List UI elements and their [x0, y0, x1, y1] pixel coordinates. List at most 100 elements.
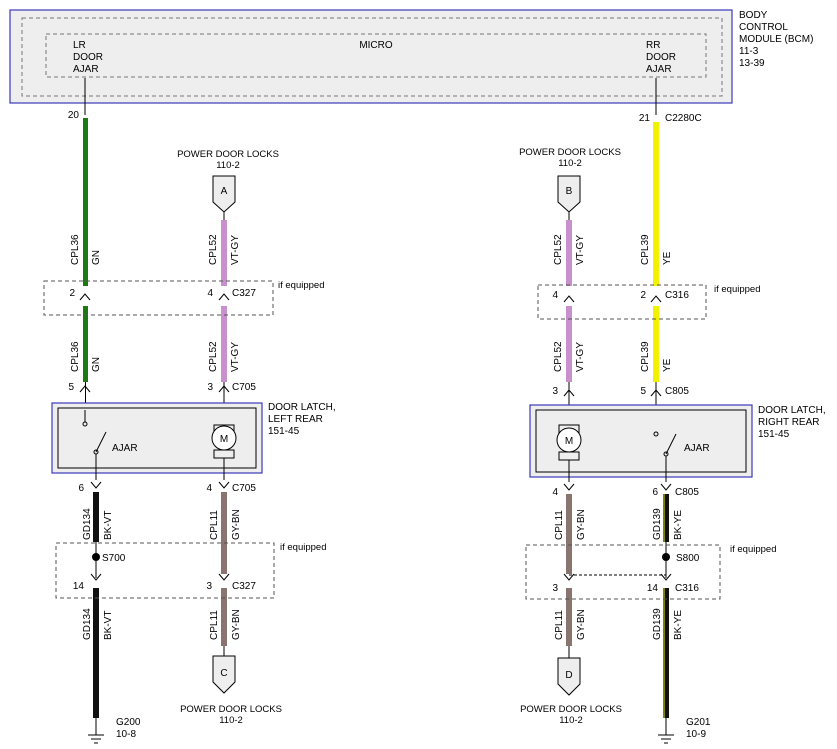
- pdl-c-page: 110-2: [219, 715, 243, 726]
- wire-gd134: S700 6 14 GD134 BK-VT GD134 BK-VT: [73, 481, 126, 735]
- wire-cpl11-left-upper: [221, 492, 227, 574]
- connector-d-letter: D: [565, 670, 572, 681]
- ground-g201-label: G201: [686, 717, 711, 728]
- ground-g200: G200 10-8: [88, 717, 141, 744]
- label-c316-lower: C316: [675, 583, 699, 594]
- pdl-d-title: POWER DOOR LOCKS: [520, 704, 622, 715]
- rr-door-ajar-line3: AJAR: [646, 64, 672, 75]
- label-c2280c: C2280C: [665, 113, 702, 124]
- connector-b-letter: B: [566, 186, 573, 197]
- door-latch-left-rear: AJAR M DOOR LATCH, LEFT REAR 151-45: [51, 402, 336, 480]
- wire-cpl11-left-lower: [221, 588, 227, 646]
- bcm-module: MICRO LR DOOR AJAR RR DOOR AJAR BODY CON…: [9, 9, 813, 115]
- color-gn-lower: GN: [91, 357, 102, 372]
- color-ye-upper: YE: [662, 251, 673, 265]
- circuit-cpl11-right-upper: CPL11: [554, 510, 565, 540]
- wire-gd139-lower: [663, 588, 669, 718]
- connector-a-letter: A: [221, 186, 228, 197]
- splice-s700-label: S700: [102, 553, 126, 564]
- latch-left-title-2: LEFT REAR: [268, 414, 323, 425]
- ajar-switch-left-blade: [95, 431, 107, 453]
- ground-g200-page: 10-8: [116, 729, 136, 740]
- wire-gd139-upper: [663, 494, 669, 542]
- rr-door-ajar-line2: DOOR: [646, 52, 676, 63]
- circuit-cpl52-left-upper: CPL52: [208, 234, 219, 265]
- wire-cpl39-lower: [653, 306, 659, 382]
- bcm-title-line4: 11-3: [739, 46, 759, 57]
- pdl-a-title: POWER DOOR LOCKS: [177, 149, 279, 160]
- pdl-c-title: POWER DOOR LOCKS: [180, 704, 282, 715]
- lr-door-ajar-line2: DOOR: [73, 52, 103, 63]
- color-vtgy-right-upper: VT-GY: [575, 235, 586, 265]
- color-bkye-lower: BK-YE: [673, 610, 684, 640]
- chevron-c316-2: [650, 295, 662, 303]
- motor-right-label: M: [565, 436, 573, 447]
- if-equipped-s700: if equipped: [280, 542, 326, 553]
- if-equipped-c327: if equipped: [278, 280, 324, 291]
- label-c316: C316: [665, 290, 689, 301]
- label-c705: C705: [232, 382, 256, 393]
- chevron-c327-2: [79, 293, 91, 301]
- connector-b-flag: [557, 175, 581, 213]
- pin-20: 20: [68, 110, 80, 121]
- label-c327: C327: [232, 288, 256, 299]
- if-equipped-c316: if equipped: [714, 284, 760, 295]
- motor-left-label: M: [220, 434, 228, 445]
- pin-c705-3: 3: [207, 382, 213, 393]
- pin-c705-6: 6: [78, 483, 84, 494]
- door-latch-right-rear: M AJAR DOOR LATCH, RIGHT REAR 151-45: [529, 404, 826, 482]
- pdl-d-page: 110-2: [559, 715, 583, 726]
- micro-label: MICRO: [359, 40, 393, 51]
- label-c805: C805: [665, 386, 689, 397]
- pin-c805-4: 4: [552, 487, 558, 498]
- splice-s700-dot: [92, 553, 100, 561]
- color-gybn-left-lower: GY-BN: [231, 609, 242, 640]
- circuit-cpl52-left-lower: CPL52: [208, 341, 219, 372]
- wire-cpl39-upper: [653, 122, 659, 286]
- circuit-cpl11-right-lower: CPL11: [554, 610, 565, 640]
- ajar-right-label: AJAR: [684, 443, 710, 454]
- circuit-cpl36-lower: CPL36: [70, 341, 81, 372]
- ajar-switch-right-blade: [665, 433, 677, 455]
- bcm-title-line2: CONTROL: [739, 22, 788, 33]
- bcm-title-line5: 13-39: [739, 58, 765, 69]
- pdl-a-page: 110-2: [216, 160, 240, 171]
- s800-optional-box: [525, 544, 721, 600]
- latch-left-title-1: DOOR LATCH,: [268, 402, 336, 413]
- color-gybn-right-upper: GY-BN: [576, 509, 587, 540]
- latch-left-inner: [57, 407, 257, 469]
- connector-a-flag: [212, 175, 236, 213]
- c316-optional-box: [537, 284, 707, 320]
- circuit-gd139-upper: GD139: [652, 508, 663, 540]
- label-c805-lower: C805: [675, 487, 699, 498]
- ground-g200-label: G200: [116, 717, 141, 728]
- wire-cpl52-left: CPL52 VT-GY CPL52 VT-GY 4 C327 3 C705: [207, 212, 256, 425]
- pin-c316-2: 2: [640, 290, 646, 301]
- pin-c805-6: 6: [652, 487, 658, 498]
- circuit-cpl36-upper: CPL36: [70, 234, 81, 265]
- ground-g201-page: 10-9: [686, 729, 706, 740]
- circuit-cpl39-upper: CPL39: [640, 234, 651, 265]
- ref-power-door-locks-d: D POWER DOOR LOCKS 110-2: [520, 657, 622, 726]
- chevron-c316-4: [563, 295, 575, 303]
- chevron-c705-3: [218, 385, 230, 393]
- label-c705-lower: C705: [232, 483, 256, 494]
- wire-cpl11-left: 4 C705 3 C327 CPL11 GY-BN CPL11 GY-BN: [206, 481, 256, 656]
- bcm-box: [9, 9, 733, 104]
- color-vtgy-left-upper: VT-GY: [230, 235, 241, 265]
- connector-c-letter: C: [220, 668, 227, 679]
- latch-right-title-1: DOOR LATCH,: [758, 405, 826, 416]
- color-vtgy-left-lower: VT-GY: [230, 342, 241, 372]
- pin-c705-5: 5: [68, 382, 74, 393]
- chevron-c705-5: [79, 385, 91, 393]
- ref-power-door-locks-c: C POWER DOOR LOCKS 110-2: [180, 655, 282, 726]
- pin-c805-3: 3: [552, 386, 558, 397]
- lr-door-ajar-line3: AJAR: [73, 64, 99, 75]
- bcm-inner-box: [21, 17, 723, 97]
- rr-door-ajar-line1: RR: [646, 40, 660, 51]
- ajar-left-label: AJAR: [112, 443, 138, 454]
- circuit-cpl11-left-upper: CPL11: [209, 510, 220, 540]
- pin-c327-3: 3: [206, 581, 212, 592]
- color-vtgy-right-lower: VT-GY: [575, 342, 586, 372]
- pin-c327-4: 4: [207, 288, 213, 299]
